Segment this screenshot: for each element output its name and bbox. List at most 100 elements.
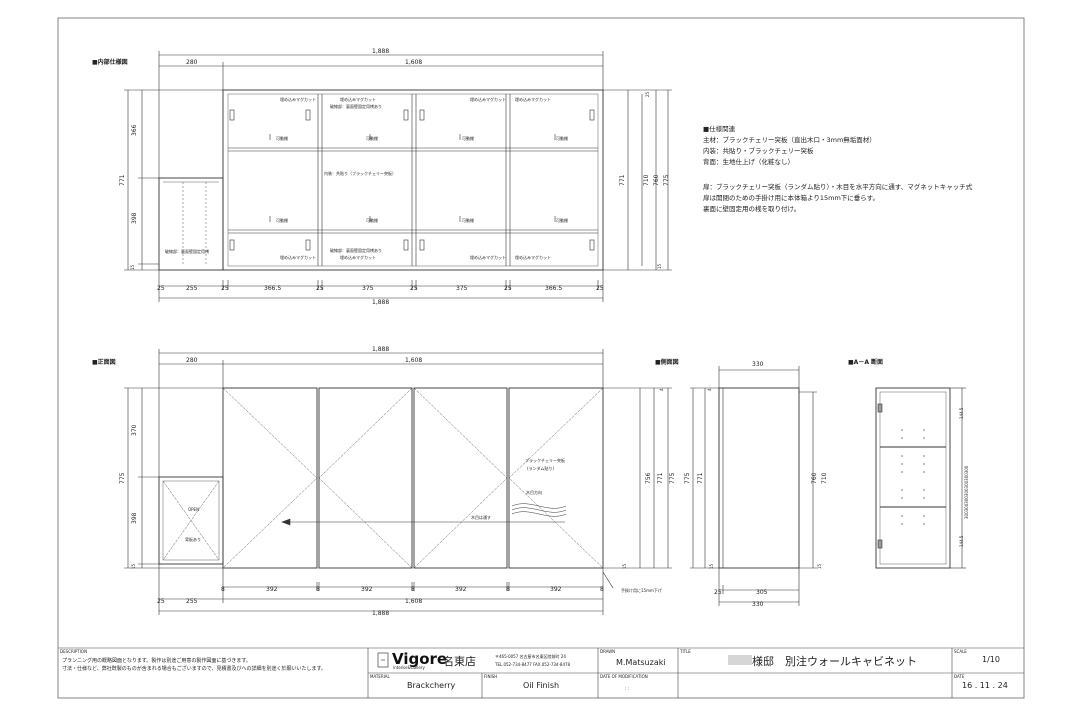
front-bottom-dim: 8 [600, 586, 604, 593]
front-veneer-label: ブラックチェリー突板 [525, 457, 565, 463]
date-value: 16 . 11 . 24 [962, 681, 1008, 690]
interior-label-panel: 破線部：裏面壁固定用桟あり [330, 103, 382, 109]
front-back-label: 背板あり [185, 536, 201, 542]
side-dim-771: 771 [697, 472, 704, 484]
interior-label-hinge: 埋め込みマグカット [280, 96, 316, 102]
interior-dim-r-25: 25 [645, 91, 650, 97]
interior-label-movable: 可動棚 [462, 217, 474, 223]
interior-dim-h-lower: 398 [131, 212, 138, 224]
front-bottom-dim: 8 [221, 586, 225, 593]
finish-value: Oil Finish [523, 681, 559, 690]
interior-dim-h-left: 771 [119, 174, 126, 186]
side-dim-775: 775 [684, 472, 691, 484]
drawn-value: M.Matsuzaki [616, 658, 666, 667]
material-label: MATERIAL [370, 674, 391, 679]
front-bottom-total: 1,888 [372, 610, 389, 617]
title-label: TITLE [679, 649, 691, 654]
front-dim-total: 1,888 [372, 346, 389, 353]
spec-line: 内装：共貼り・ブラックチェリー突板 [703, 146, 814, 155]
drawn-label: DRAWN [600, 649, 615, 654]
scale-label: SCALE [954, 649, 967, 654]
interior-label-movable: 可動棚 [556, 217, 568, 223]
front-bottom-dim: 392 [455, 586, 467, 593]
interior-label-hinge: 埋め込みマグカット [515, 96, 551, 102]
interior-label-panel: 破線部：裏面壁固定用桟あり [330, 247, 382, 253]
spec-line: 裏面に壁固定用の桟を取り付け。 [703, 204, 800, 213]
interior-label-hinge: 埋め込みマグカット [340, 254, 376, 260]
side-dim-15-right: 15 [817, 563, 822, 569]
description-label: DESCRIPTION [60, 649, 87, 654]
sheet-border [57, 17, 1025, 699]
front-door [318, 387, 413, 569]
section-dim-mid: 300300300300300300300 [964, 465, 969, 519]
front-labels: 1,888 280 1,608 OPEN 背板あり ブラックチェリー突板 (ラン… [157, 346, 662, 617]
interior-label-hinge: 埋め込みマグカット [280, 254, 316, 260]
spec-heading: ■仕様関連 [703, 124, 736, 133]
front-bottom-left: 255 [186, 598, 198, 605]
section-body [875, 387, 951, 569]
front-dim-h-total: 775 [119, 472, 126, 484]
interior-label-movable: 可動棚 [462, 135, 474, 141]
spec-line: 扉は開閉のための手掛け用に本体箱より15mm下に垂らす。 [703, 193, 879, 202]
spec-line: 背面：生地仕上げ（化粧なし） [703, 157, 794, 166]
spec-line: 主材：ブラックチェリー突板（直出木口・3mm無垢面材） [703, 135, 876, 144]
front-bottom-dim: 392 [361, 586, 373, 593]
side-view-title: ■側面図 [655, 358, 679, 366]
front-dim-r-15: 15 [622, 563, 627, 569]
description-line: 寸法・仕様など、弊社既製のものが含まれる場合もございますので、見積書及びへの詳細… [62, 665, 326, 672]
interior-view-title: ■内部仕様図 [92, 58, 128, 66]
interior-dim-left: 280 [186, 59, 198, 66]
store-tel: TEL.052-734-8477 FAX.052-734-8478 [494, 662, 571, 667]
interior-dim-r-771: 771 [619, 174, 626, 186]
front-dim-r-4: 4 [659, 388, 664, 391]
title-block-text: DESCRIPTION プランニング用の概略図面となります。製作は別途ご用意の製… [60, 649, 1008, 691]
interior-label-movable: 可動棚 [366, 135, 378, 141]
side-dim-4: 4 [707, 388, 712, 391]
interior-bottom-dim: 366.5 [264, 285, 281, 292]
interior-side-compartment [158, 177, 224, 271]
interior-bottom-dim: 25 [157, 285, 165, 292]
interior-dim-r-760: 760 [653, 174, 660, 186]
section-dim-top: 144.5 [959, 407, 964, 419]
interior-label-movable: 可動棚 [276, 217, 288, 223]
interior-bottom-dim: 25 [221, 285, 229, 292]
interior-label-hinge: 埋め込みマグカット [340, 96, 376, 102]
front-bottom-dim: 392 [550, 586, 562, 593]
side-dim-bottom-inner: 305 [756, 589, 768, 596]
side-body [718, 387, 800, 569]
side-dim-710: 710 [821, 472, 828, 484]
interior-view: ■内部仕様図 1,888 280 1,608 [92, 48, 672, 302]
section-pin-dots [901, 429, 925, 525]
interior-label-interior: 内装：共貼り（ブラックチェリー突板） [324, 170, 396, 176]
title-value: 様邸 別注ウォールキャビネット [752, 654, 917, 668]
front-side-compartment [158, 476, 224, 565]
front-door [413, 387, 508, 569]
front-view-title: ■正面図 [92, 358, 116, 366]
front-dim-h-base: 15 [131, 563, 136, 569]
section-view-title: ■A－A 断面 [848, 358, 883, 366]
front-dim-r-775: 775 [669, 472, 676, 484]
interior-dim-r-710: 710 [643, 174, 650, 186]
interior-bottom-dim: 375 [456, 285, 468, 292]
interior-cabinet [222, 89, 604, 271]
side-view: ■側面図 330 775 771 760 710 4 15 15 25 305 … [655, 358, 828, 608]
front-dim-right: 1,608 [405, 357, 422, 364]
store-name: 名東店 [443, 654, 476, 668]
front-dim-h-upper: 370 [131, 424, 138, 436]
front-bottom-dim: 8 [411, 586, 415, 593]
interior-dim-h-upper: 366 [131, 124, 138, 136]
front-door [508, 387, 604, 569]
section-view: ■A－A 断面 144.5 300300300300300300300 144.… [848, 358, 969, 569]
front-dim-r-756: 756 [645, 472, 652, 484]
interior-bottom-dim: 366.5 [545, 285, 562, 292]
interior-label-movable: 可動棚 [556, 135, 568, 141]
interior-dim-r-775: 775 [663, 174, 670, 186]
front-door [222, 387, 318, 569]
front-bottom-dim: 8 [316, 586, 320, 593]
interior-bottom-dim: 25 [504, 285, 512, 292]
front-veneer-label-2: (ランダム貼り) [527, 465, 555, 471]
interior-bottom-dim: 25 [316, 285, 324, 292]
material-value: Brackcherry [407, 681, 456, 690]
spec-line: 扉：ブラックチェリー突板（ランダム貼り）・木目を水平方向に通す、マグネットキャッ… [703, 182, 973, 191]
